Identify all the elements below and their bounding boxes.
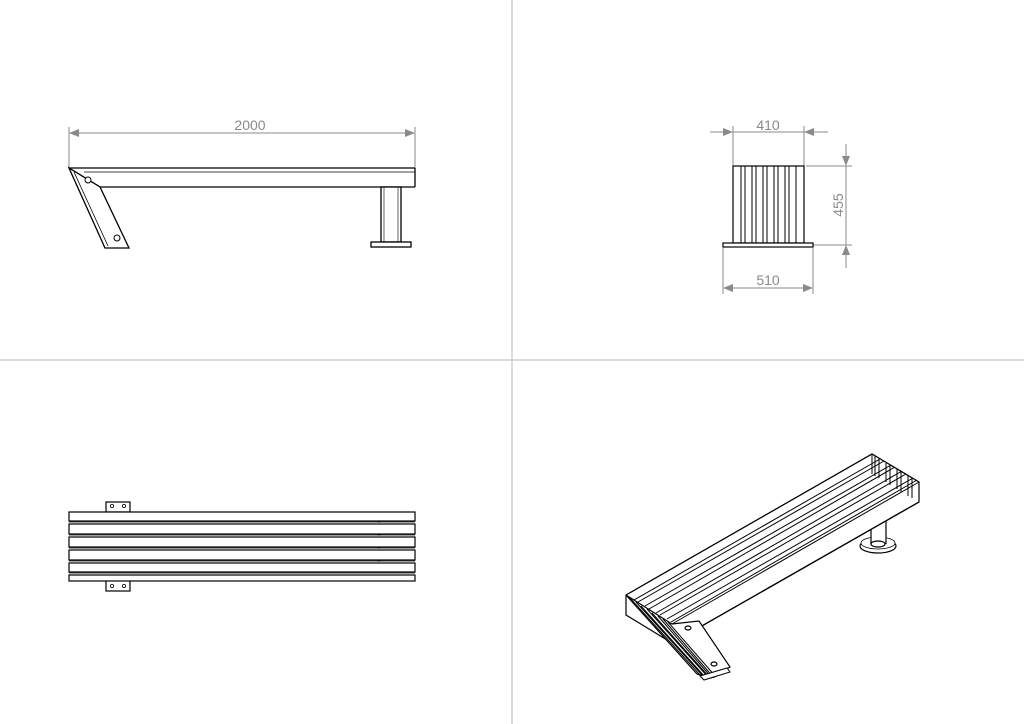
bolt-hole bbox=[710, 661, 718, 667]
dimension-base-width: 510 bbox=[722, 248, 814, 294]
slat bbox=[68, 523, 416, 535]
bench-end-outline bbox=[722, 165, 814, 248]
slat bbox=[68, 549, 416, 561]
dimension-label-seat-width: 410 bbox=[756, 117, 780, 133]
dimension-label-base-width: 510 bbox=[756, 272, 780, 288]
iso-post bbox=[859, 520, 897, 554]
bench-side-outline bbox=[67, 166, 416, 249]
dimension-overall-length: 2000 bbox=[68, 117, 416, 168]
dimension-height: 455 bbox=[806, 144, 852, 268]
top-view bbox=[68, 501, 416, 592]
dimension-seat-width: 410 bbox=[710, 117, 828, 166]
dimension-label-length: 2000 bbox=[234, 117, 265, 133]
side-view: 2000 bbox=[67, 117, 416, 249]
mounting-plate-top bbox=[105, 501, 131, 513]
dimension-label-height: 455 bbox=[830, 193, 846, 217]
slat bbox=[68, 562, 416, 573]
iso-seat bbox=[625, 453, 920, 644]
bolt-hole bbox=[113, 234, 121, 242]
end-view: 410 455 510 bbox=[710, 117, 852, 294]
bolt-hole bbox=[684, 625, 692, 631]
isometric-view bbox=[625, 453, 920, 681]
slat bbox=[68, 536, 416, 548]
iso-leg bbox=[625, 594, 731, 681]
bolt-hole bbox=[84, 176, 92, 184]
slat bbox=[68, 574, 416, 582]
mounting-plate-bottom bbox=[105, 579, 131, 592]
slat bbox=[68, 511, 416, 522]
